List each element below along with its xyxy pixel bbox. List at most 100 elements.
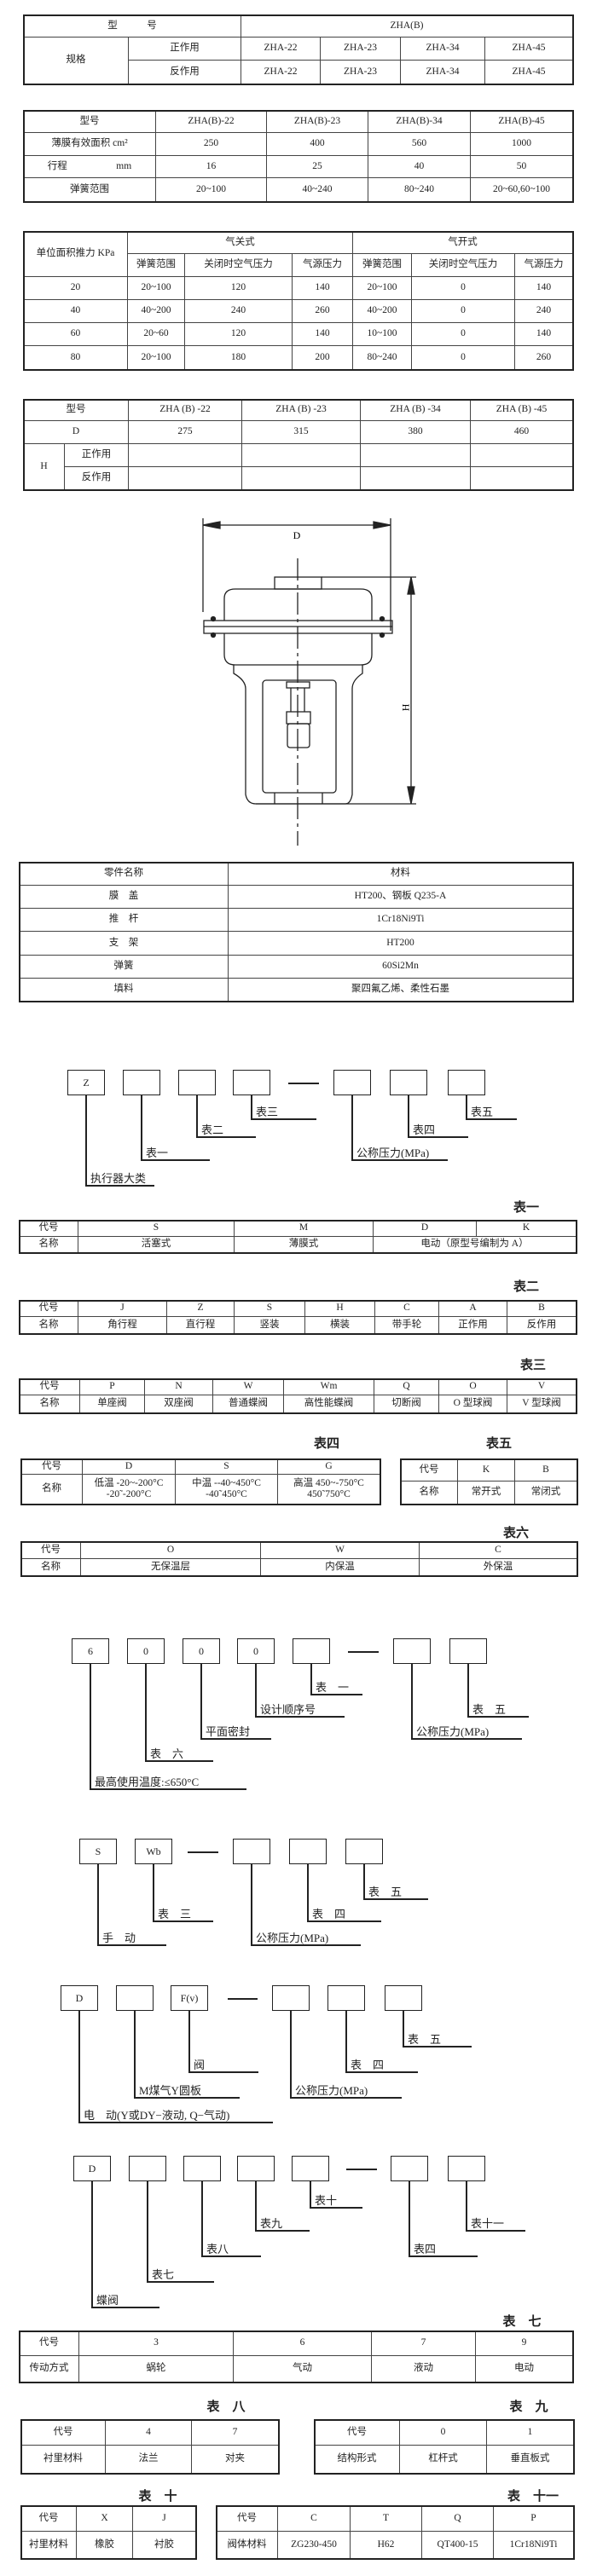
material-table-cell: 推 杆 xyxy=(20,909,229,932)
leader-line xyxy=(351,1095,353,1159)
code-table-t4-cell: 代号 xyxy=(21,1459,83,1475)
code-table-t2-cell: B xyxy=(507,1301,577,1317)
actuator-drawing: D H xyxy=(202,518,416,846)
thrust-table-cell: 200 xyxy=(293,346,353,370)
code-box xyxy=(178,1070,216,1095)
spec-table-cell: 规格 xyxy=(24,38,129,84)
spec-table-cell: ZHA-45 xyxy=(485,61,573,84)
code-box: D xyxy=(61,1985,98,2011)
leader-line xyxy=(200,1738,271,1740)
code-table-t1-cell: K xyxy=(477,1221,577,1237)
code-table-t7-cell: 电动 xyxy=(476,2356,573,2383)
code-table-t3-cell: Wm xyxy=(284,1379,374,1395)
thrust-table-cell: 弹簧范围 xyxy=(353,254,412,277)
thrust-table-cell: 60 xyxy=(24,323,128,346)
code-table-t8-cell: 对夹 xyxy=(192,2446,279,2474)
thrust-table-cell: 气关式 xyxy=(128,232,353,254)
code-label: 表 三 xyxy=(158,1908,192,1920)
leader-line xyxy=(147,2281,214,2283)
leader-line xyxy=(409,2255,478,2257)
table-5-title: 表五 xyxy=(485,1435,513,1451)
code-table-t6-cell: 代号 xyxy=(21,1542,81,1559)
parameter-table-cell: 20~100 xyxy=(156,178,267,202)
code-table-t8-cell: 衬里材料 xyxy=(21,2446,106,2474)
code-table-t2-cell: 正作用 xyxy=(439,1317,507,1334)
code-table-t11-cell: H62 xyxy=(351,2532,422,2559)
code-table-t5-cell: 名称 xyxy=(401,1481,458,1505)
leader-line xyxy=(310,1694,362,1695)
parameter-table-cell: 80~240 xyxy=(368,178,471,202)
code-table-t5-cell: 常闭式 xyxy=(515,1481,577,1505)
code-label: 表四 xyxy=(414,2243,437,2255)
leader-line xyxy=(153,1920,213,1922)
code-table-t6-cell: 外保温 xyxy=(420,1559,577,1576)
code-table-t4-cell: 中温 --40~450°C -40˜450°C xyxy=(176,1475,278,1505)
code-table-t4-cell: 名称 xyxy=(21,1475,83,1505)
code-label: 电 动(Y或DY−液动, Q−气动) xyxy=(84,2109,230,2122)
code-box: D xyxy=(73,2156,111,2181)
thrust-table-cell: 140 xyxy=(515,277,573,300)
code-table-t1-cell: M xyxy=(235,1221,374,1237)
leader-line xyxy=(290,2011,292,2097)
leader-line xyxy=(363,1898,428,1900)
thrust-table-cell: 40~200 xyxy=(128,300,185,323)
code-box xyxy=(345,1839,383,1864)
dimension-table-cell: 反作用 xyxy=(65,467,129,490)
code-table-t9-cell: 杠杆式 xyxy=(400,2446,487,2474)
code-table-t3-cell: V xyxy=(507,1379,577,1395)
code-table-t1-cell: 电动（原型号编制为 A） xyxy=(374,1237,577,1253)
code-table-t11-cell: T xyxy=(351,2506,422,2532)
table-9-title: 表 九 xyxy=(509,2399,548,2414)
spec-table-cell: 正作用 xyxy=(129,38,241,61)
leader-line xyxy=(251,1118,316,1120)
thrust-table-cell: 40~200 xyxy=(353,300,412,323)
code-label: 表二 xyxy=(201,1123,224,1136)
parameter-table-cell: 40 xyxy=(368,156,471,178)
code-table-t1-cell: 活塞式 xyxy=(78,1237,235,1253)
parameter-table-cell: ZHA(B)-34 xyxy=(368,111,471,133)
code-table-t3-cell: Q xyxy=(374,1379,439,1395)
leader-line xyxy=(403,2046,472,2048)
code-box xyxy=(292,2156,329,2181)
code-table-t11-cell: QT400-15 xyxy=(422,2532,494,2559)
code-table-t8-cell: 代号 xyxy=(21,2420,106,2446)
dimension-table-cell: D xyxy=(24,421,129,444)
leader-line xyxy=(466,1118,517,1120)
code-table-t2-cell: 横装 xyxy=(305,1317,375,1334)
leader-line xyxy=(201,2181,203,2255)
dimension-h-label: H xyxy=(400,704,412,712)
code-label: 表四 xyxy=(413,1123,436,1136)
code-box xyxy=(390,1070,427,1095)
leader-line xyxy=(200,1664,202,1738)
code-table-t2-cell: J xyxy=(78,1301,167,1317)
code-label: 执行器大类 xyxy=(90,1172,147,1185)
code-table-t4-cell: S xyxy=(176,1459,278,1475)
dimension-table-cell xyxy=(242,467,361,490)
code-box xyxy=(183,2156,221,2181)
code-table-t6-cell: C xyxy=(420,1542,577,1559)
thrust-table-cell: 气源压力 xyxy=(515,254,573,277)
material-table-cell: HT200、钢板 Q235-A xyxy=(229,886,573,909)
material-table-cell: 聚四氟乙烯、柔性石墨 xyxy=(229,979,573,1002)
parameter-table-cell: 40~240 xyxy=(267,178,368,202)
leader-line xyxy=(85,1095,87,1185)
code-table-t3-cell: 名称 xyxy=(20,1395,80,1413)
spec-table-cell: ZHA-34 xyxy=(401,38,485,61)
material-table-cell: 支 架 xyxy=(20,932,229,956)
material-table-cell: 60Si2Mn xyxy=(229,956,573,979)
table-3-title: 表三 xyxy=(519,1357,547,1372)
leader-line xyxy=(196,1095,198,1136)
code-box xyxy=(129,2156,166,2181)
code-table-t3-cell: N xyxy=(145,1379,213,1395)
code-box xyxy=(233,1839,270,1864)
thrust-table-cell: 20~60 xyxy=(128,323,185,346)
leader-line xyxy=(466,1095,467,1118)
code-label: 表 五 xyxy=(368,1886,403,1898)
code-label: 表七 xyxy=(152,2268,175,2281)
leader-line xyxy=(409,2181,410,2255)
code-table-t10-cell: X xyxy=(77,2506,133,2532)
code-table-t9-cell: 代号 xyxy=(315,2420,400,2446)
spec-table-cell: ZHA-45 xyxy=(485,38,573,61)
spec-table-cell: ZHA-22 xyxy=(241,61,321,84)
material-table-cell: 填料 xyxy=(20,979,229,1002)
